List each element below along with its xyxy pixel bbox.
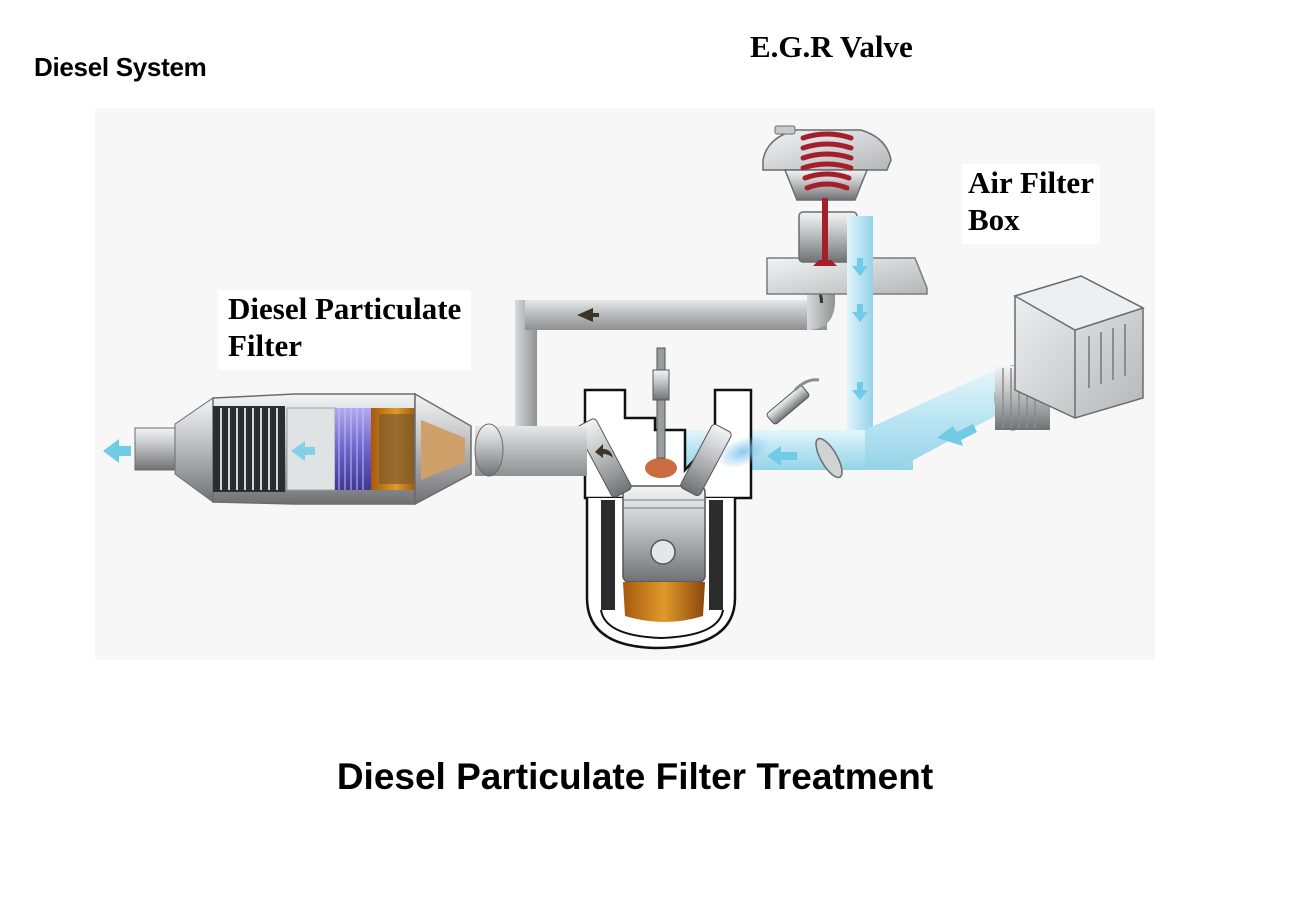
air-filter-box-label-line-1: Air Filter [968, 165, 1094, 200]
air-filter-box-graphic [994, 275, 1145, 431]
throttle-flap [815, 437, 843, 479]
diesel-particulate-filter-label: Diesel Particulate Filter [218, 290, 472, 370]
particulate-filter-graphic [103, 392, 504, 506]
figure-caption: Diesel Particulate Filter Treatment [336, 756, 934, 797]
page-title: Diesel System [34, 52, 207, 82]
egr-valve-label: E.G.R Valve [750, 28, 913, 65]
air-filter-box-label-line-2: Box [968, 202, 1020, 237]
dpf-label-line-1: Diesel Particulate [228, 291, 462, 326]
dpf-label-line-2: Filter [228, 328, 303, 363]
engine-cylinder [527, 347, 820, 650]
air-filter-box-label: Air Filter Box [962, 164, 1100, 244]
